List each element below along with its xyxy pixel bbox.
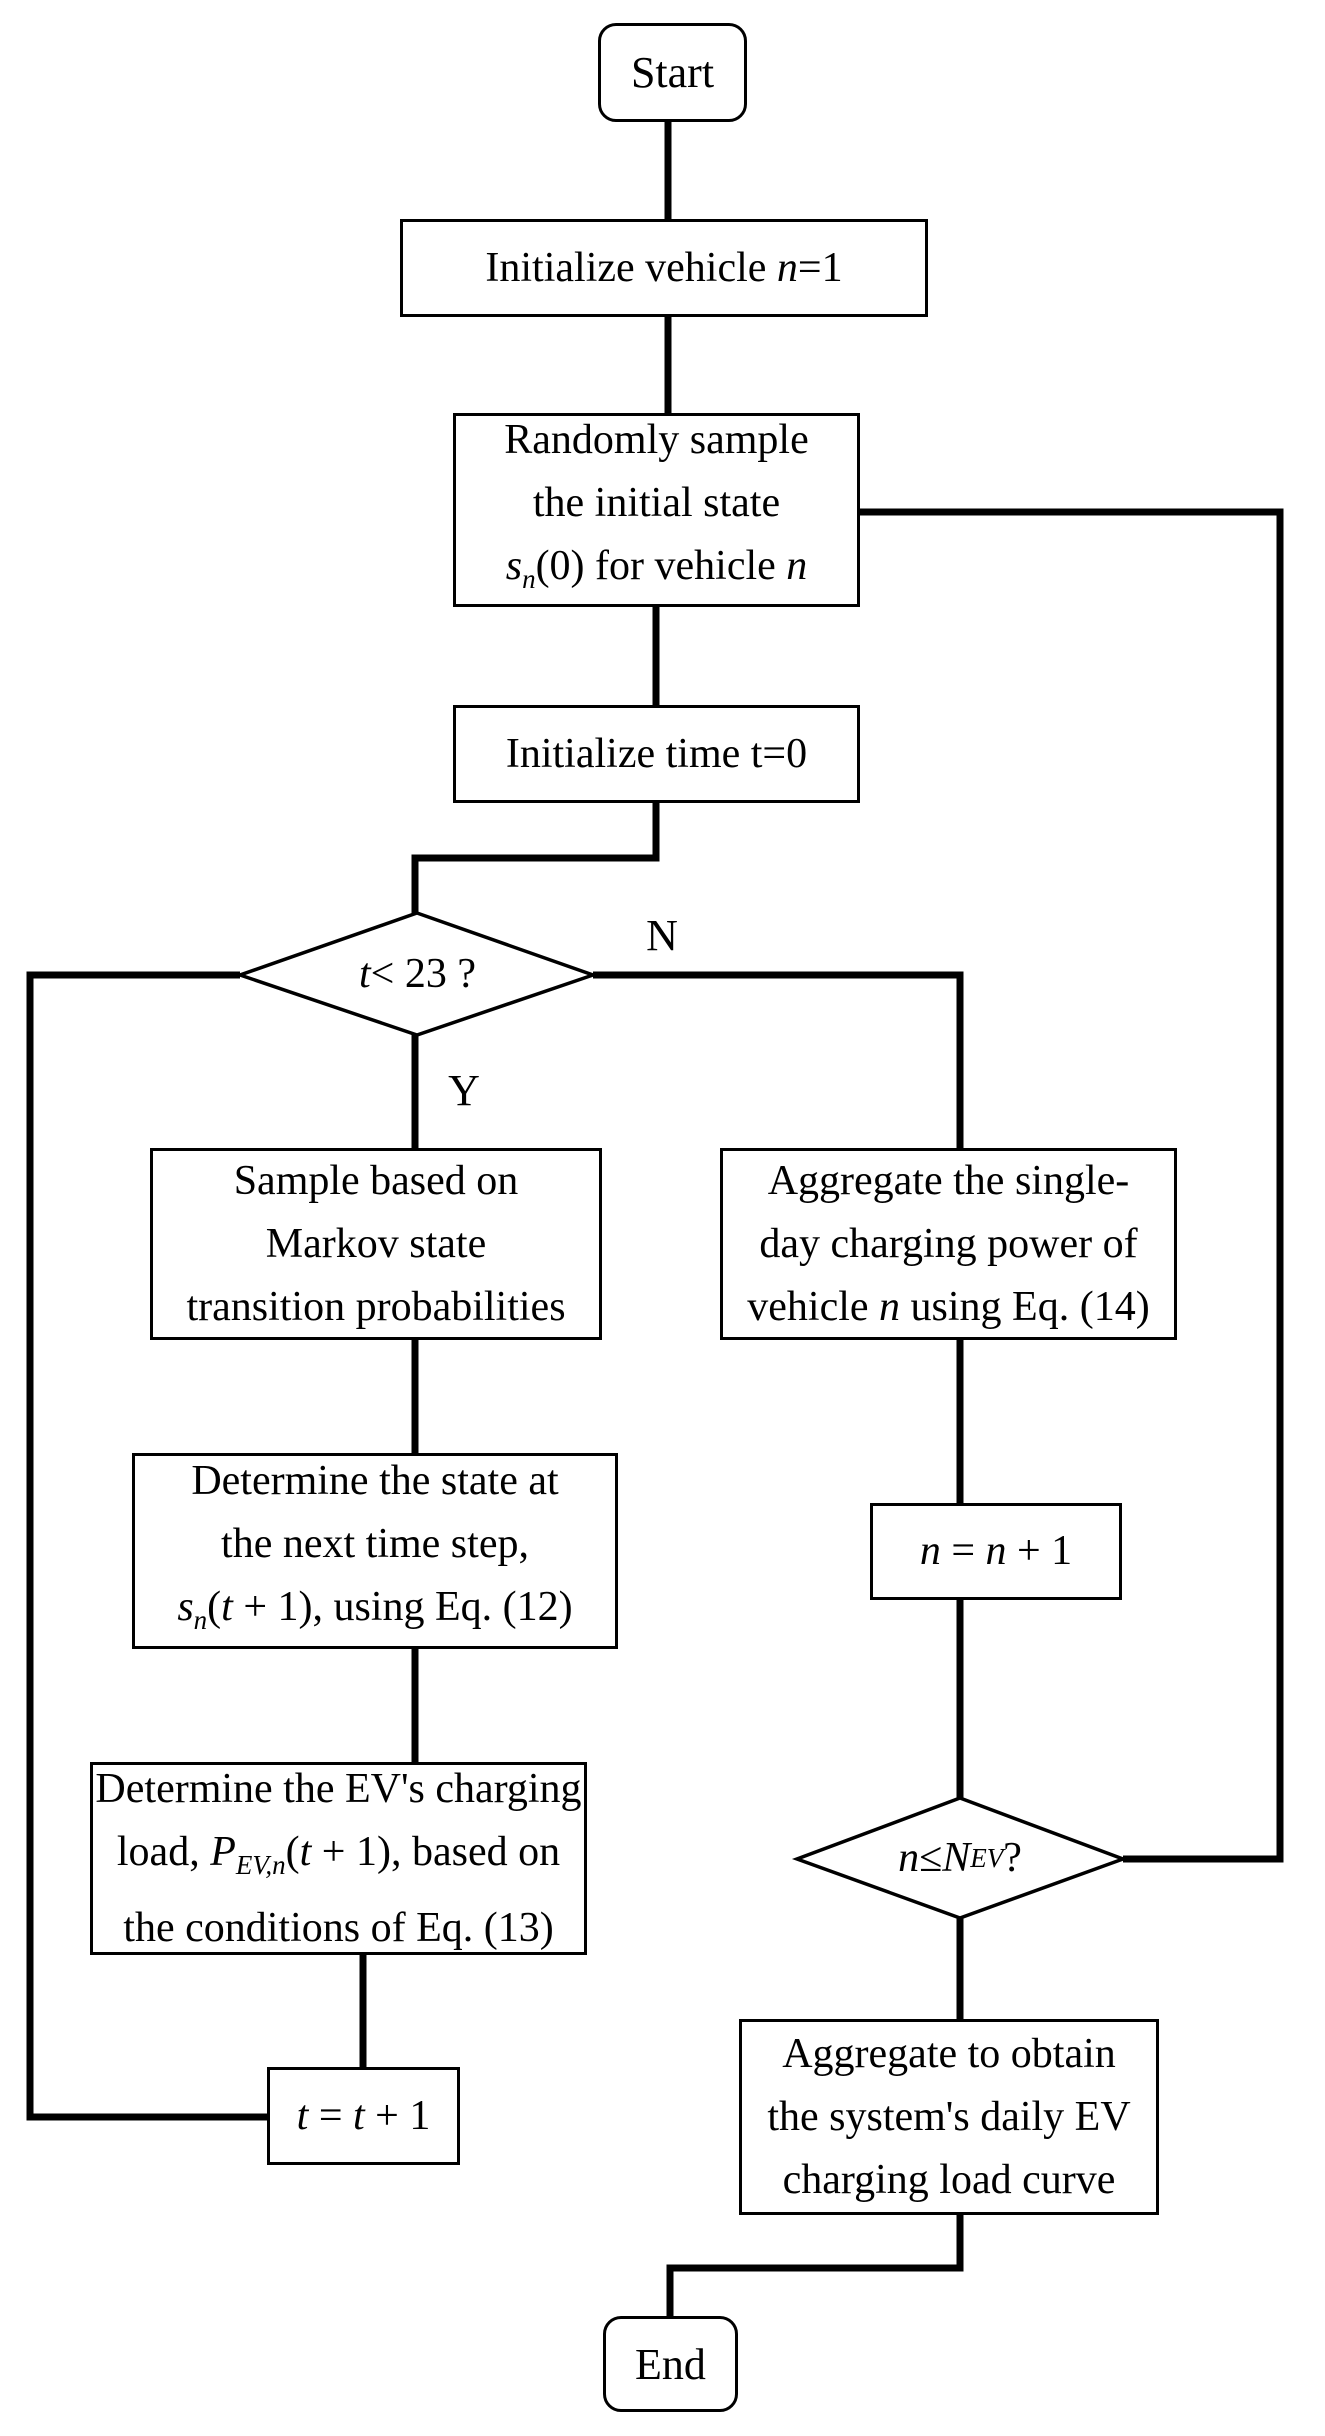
connector-t-increment-loop-to-decision-t — [26, 971, 267, 2121]
random-sample-line3: sn(0) for vehicle n — [505, 543, 808, 594]
sample-markov-node: Sample based on Markov state transition … — [150, 1148, 602, 1340]
det-ev-line2: load, PEV,n(t + 1), based on — [116, 1828, 561, 1880]
det-state-line2: the next time step, — [221, 1521, 529, 1567]
init-time-label: Initialize time t=0 — [505, 730, 808, 777]
t-increment-node: t = t + 1 — [267, 2067, 460, 2165]
agg-single-line1: Aggregate the single- — [767, 1157, 1130, 1204]
branch-label-yes: Y — [448, 1066, 480, 1115]
agg-system-line1: Aggregate to obtain — [782, 2030, 1116, 2077]
connector-decision-t-no — [593, 971, 964, 1148]
agg-system-line3: charging load curve — [782, 2156, 1116, 2203]
start-label: Start — [630, 48, 715, 97]
agg-single-day-node: Aggregate the single- day charging power… — [720, 1148, 1177, 1340]
t-increment-label: t = t + 1 — [296, 2092, 431, 2139]
det-ev-line1: Determine the EV's charging — [95, 1765, 582, 1812]
sample-markov-line2: Markov state — [265, 1220, 487, 1267]
start-node: Start — [598, 23, 747, 122]
n-increment-label: n = n + 1 — [919, 1528, 1073, 1574]
det-ev-line3: the conditions of Eq. (13) — [123, 1904, 554, 1951]
det-state-line1: Determine the state at — [191, 1458, 559, 1504]
end-node: End — [603, 2316, 738, 2412]
branch-label-no: N — [646, 911, 678, 960]
init-vehicle-node: Initialize vehicle n=1 — [400, 219, 928, 317]
connector-agg-total-to-end — [666, 2215, 964, 2316]
decision-t-diamond — [234, 911, 599, 1037]
agg-system-node: Aggregate to obtain the system's daily E… — [739, 2019, 1159, 2215]
agg-single-line2: day charging power of — [759, 1220, 1138, 1267]
random-sample-line1: Randomly sample — [504, 417, 809, 463]
sample-markov-line1: Sample based on — [233, 1157, 519, 1204]
init-vehicle-label: Initialize vehicle n=1 — [485, 244, 843, 291]
agg-single-line3: vehicle n using Eq. (14) — [747, 1283, 1150, 1330]
init-time-node: Initialize time t=0 — [453, 705, 860, 803]
agg-system-line2: the system's daily EV — [767, 2093, 1131, 2140]
det-ev-load-node: Determine the EV's charging load, PEV,n(… — [90, 1762, 587, 1955]
decision-n-diamond — [791, 1796, 1129, 1920]
det-state-line3: sn(t + 1), using Eq. (12) — [177, 1584, 573, 1635]
det-state-node: Determine the state at the next time ste… — [132, 1453, 618, 1649]
n-increment-node: n = n + 1 — [870, 1503, 1122, 1600]
random-sample-node: Randomly sample the initial state sn(0) … — [453, 413, 860, 607]
decision-t-label: t < 23 ? — [359, 951, 476, 997]
connector-decision-n-yes-loop — [860, 508, 1284, 1863]
end-label: End — [635, 2339, 706, 2389]
sample-markov-line3: transition probabilities — [186, 1283, 566, 1330]
connector-init-time-to-decision-t — [411, 803, 660, 913]
random-sample-line2: the initial state — [532, 480, 781, 526]
